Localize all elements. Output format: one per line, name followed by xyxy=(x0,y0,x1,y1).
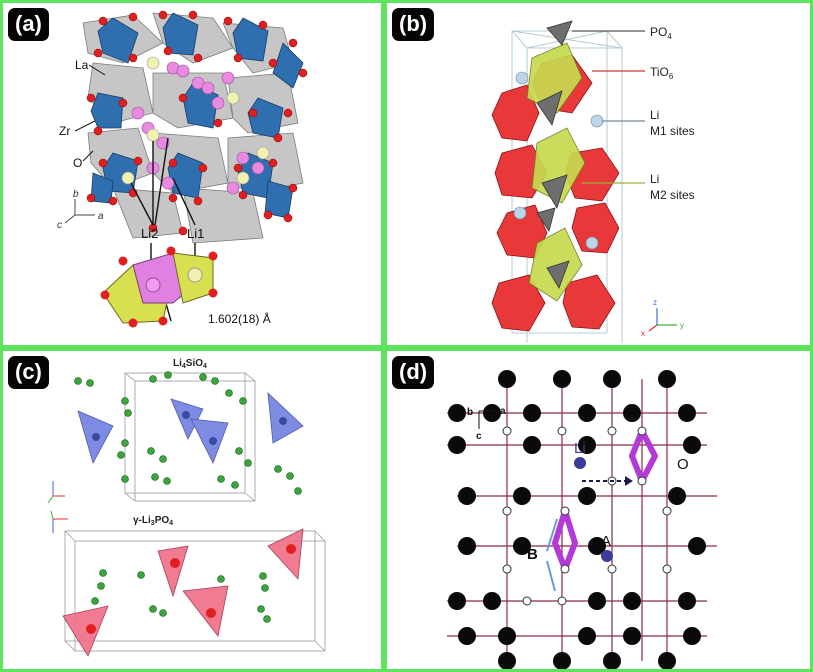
axis-triad xyxy=(478,410,497,429)
li-m2-label-line2: M2 sites xyxy=(650,188,695,202)
panel-c: (c) Li4SiO4 xyxy=(0,348,384,672)
li1-spheres xyxy=(131,61,265,195)
si-centers xyxy=(92,411,287,445)
panel-b: (b) xyxy=(384,0,813,348)
axis-c-label: c xyxy=(476,431,482,442)
panel-b-figure: PO4 TiO6 Li M1 sites Li M2 sites z y x xyxy=(491,20,695,343)
li-m1-label-line1: Li xyxy=(650,108,659,122)
panel-b-tag: (b) xyxy=(392,8,435,41)
panel-a-tag: (a) xyxy=(8,8,49,41)
panel-c-tag: (c) xyxy=(8,356,49,389)
li-spheres-bottom xyxy=(91,569,271,623)
po4-tetrahedra-pink xyxy=(62,528,304,657)
axis-y-label: y xyxy=(680,321,684,330)
zr-label: Zr xyxy=(59,124,70,138)
panel-a: (a) xyxy=(0,0,384,348)
b-site-label: B xyxy=(527,546,538,563)
axis-triad-top xyxy=(47,481,65,504)
panel-c-figure: Li4SiO4 xyxy=(47,358,326,657)
b-arrows xyxy=(546,518,558,592)
oxygen-spheres xyxy=(86,10,308,236)
small-sites xyxy=(502,426,672,606)
axis-z-label: z xyxy=(653,298,657,307)
axis-triad xyxy=(64,199,95,224)
axis-b-label: b xyxy=(467,407,473,418)
distance-label: 1.602(18) Å xyxy=(208,311,271,326)
panel-d-figure: Li O A B b a c xyxy=(447,370,717,669)
axis-c-label: c xyxy=(57,220,62,231)
axis-b-label: b xyxy=(73,189,79,200)
li-m1-spheres xyxy=(513,71,604,250)
panel-a-figure: La Zr O b a c Li2 Li1 xyxy=(57,10,308,328)
li4sio4-title: Li4SiO4 xyxy=(173,358,207,370)
li-site-detail xyxy=(100,246,218,328)
axis-a-label: a xyxy=(98,211,104,222)
la-label: La xyxy=(75,58,89,72)
axis-a-label: a xyxy=(500,406,506,417)
axis-triad-bottom xyxy=(50,510,68,533)
li1-label: Li1 xyxy=(187,226,204,241)
li-spheres-top xyxy=(74,371,302,495)
axis-triad xyxy=(648,308,677,332)
li-m2-polyhedra xyxy=(526,42,586,302)
po4-tetrahedra xyxy=(536,20,573,289)
lattice-lines xyxy=(447,379,717,661)
o-label: O xyxy=(677,456,689,473)
li-label: Li xyxy=(574,440,586,457)
li2-label: Li2 xyxy=(141,226,158,241)
axis-x-label: x xyxy=(641,329,645,338)
oxygen-spheres xyxy=(448,370,706,669)
li2-spheres xyxy=(121,56,270,185)
p-centers xyxy=(86,544,296,634)
li4sio4-cell xyxy=(124,372,256,502)
po4-label: PO4 xyxy=(650,25,672,41)
li3po4-cell xyxy=(64,530,326,652)
a-site-label: A xyxy=(601,533,611,550)
li-m1-label-line2: M1 sites xyxy=(650,124,695,138)
li-sites xyxy=(574,457,613,562)
sio4-tetrahedra xyxy=(77,391,304,465)
panel-d: (d) xyxy=(384,348,813,672)
li-m2-label-line1: Li xyxy=(650,172,659,186)
gamma-li3po4-title: γ-Li3PO4 xyxy=(133,515,173,527)
o-label: O xyxy=(73,156,82,170)
tio6-label: TiO6 xyxy=(650,65,674,81)
panel-d-tag: (d) xyxy=(392,356,435,389)
